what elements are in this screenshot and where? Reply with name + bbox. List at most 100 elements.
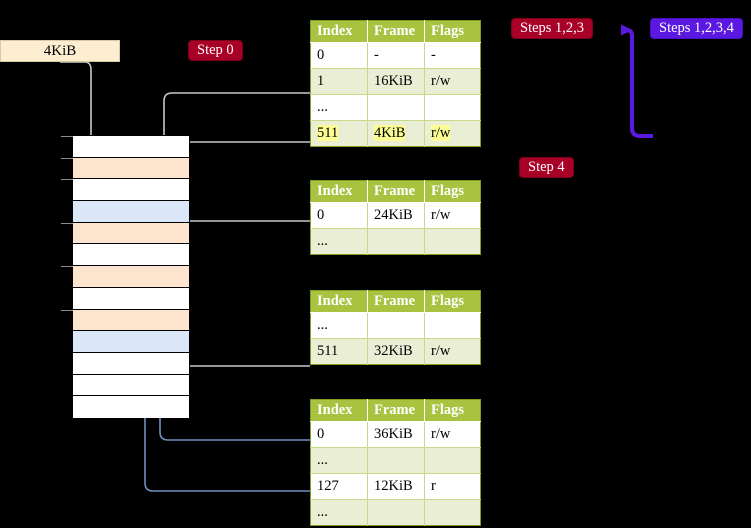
table-cell [367,228,425,255]
cell-value: 12KiB [374,478,413,494]
cell-value: ... [317,99,328,115]
table-cell [424,499,481,526]
cell-value: 511 [317,125,339,141]
table-cell: 127 [310,473,368,500]
frame-tick-mark [61,222,73,224]
wire-level3-row0 [175,220,310,256]
cell-value: 1 [317,73,325,89]
table-cell: 32KiB [367,338,425,365]
cell-value: 127 [317,478,339,494]
cell-value: r/w [431,426,451,442]
size-box-label: 4KiB [43,42,77,59]
table-cell: - [367,42,425,69]
column-header-frame: Frame [367,290,425,313]
table-row: 127 12KiB r [310,473,481,500]
table-cell: 0 [310,421,368,448]
table-cell [367,447,425,474]
table-cell: ... [310,312,368,339]
table-row: ... [310,447,481,474]
table-cell [367,499,425,526]
badge-steps-1234-label: Steps 1,2,3,4 [659,20,734,36]
table-row: 0 -- [310,42,481,69]
table-cell: 1 [310,68,368,95]
table-cell: 0 [310,42,368,69]
table-cell [367,312,425,339]
cell-value: ... [317,233,328,249]
frame-tick-mark [61,266,73,268]
column-header-frame: Frame [367,399,425,422]
cell-value: ... [317,317,328,333]
column-header-frame: Frame [367,20,425,43]
table-cell: ... [310,228,368,255]
table-row: ... [310,94,481,121]
column-header-flags: Flags [424,290,481,313]
memory-frame-row [73,331,189,353]
column-header-frame: Frame [367,180,425,203]
memory-frame-row [73,287,189,310]
table-cell: 511 [310,338,368,365]
table-row: 0 36KiB r/w [310,421,481,448]
cell-value: 16KiB [374,73,413,89]
column-header-index: Index [310,180,368,203]
table-cell: ... [310,499,368,526]
table-cell: - [424,42,481,69]
table-cell: 36KiB [367,421,425,448]
memory-frame-row [73,352,189,375]
table-cell: ... [310,447,368,474]
column-header-flags: Flags [424,20,481,43]
table-row: 511 32KiB r/w [310,338,481,365]
table-cell [424,312,481,339]
memory-frame-row [61,136,189,158]
cell-value: 0 [317,47,325,63]
cell-value: 32KiB [374,343,413,359]
badge-steps-123: Steps 1,2,3 [511,18,594,39]
column-header-index: Index [310,20,368,43]
cell-value: r/w [431,73,451,89]
wire-steps-bracket [621,24,653,138]
cell-value: r [431,478,436,494]
table-cell: 24KiB [367,202,425,229]
cell-value: ... [317,504,328,520]
table-cell: r/w [424,338,481,365]
frame-tick-mark [61,136,73,137]
badge-steps-123-label: Steps 1,2,3 [520,20,585,36]
table-cell [424,447,481,474]
cell-value: r/w [431,207,451,223]
badge-steps-1234: Steps 1,2,3,4 [650,18,743,39]
table-cell: r/w [424,120,481,147]
frame-tick-mark [61,157,73,159]
table-cell: 0 [310,202,368,229]
column-header-flags: Flags [424,399,481,422]
table-cell: ... [310,94,368,121]
table-cell [424,228,481,255]
cell-value: 0 [317,207,325,223]
size-box: 4KiB [0,40,120,62]
cell-value: 0 [317,426,325,442]
table-row: 1 16KiB r/w [310,68,481,95]
memory-frame-row [73,374,189,397]
badge-step-0: Step 0 [188,40,243,61]
memory-frame-row [73,396,189,418]
table-cell: 12KiB [367,473,425,500]
table-cell: r/w [424,202,481,229]
cell-value: - [431,47,436,63]
cell-value: 24KiB [374,207,413,223]
table-cell: 4KiB [367,120,425,147]
wire-level2-row511 [175,310,310,367]
memory-frame-row [61,222,189,245]
table-row: ... [310,228,481,255]
frame-tick-mark [61,179,73,181]
physical-memory-column [61,135,190,418]
table-cell: 511 [310,120,368,147]
table-cell [367,94,425,121]
memory-frame-row [61,266,189,288]
